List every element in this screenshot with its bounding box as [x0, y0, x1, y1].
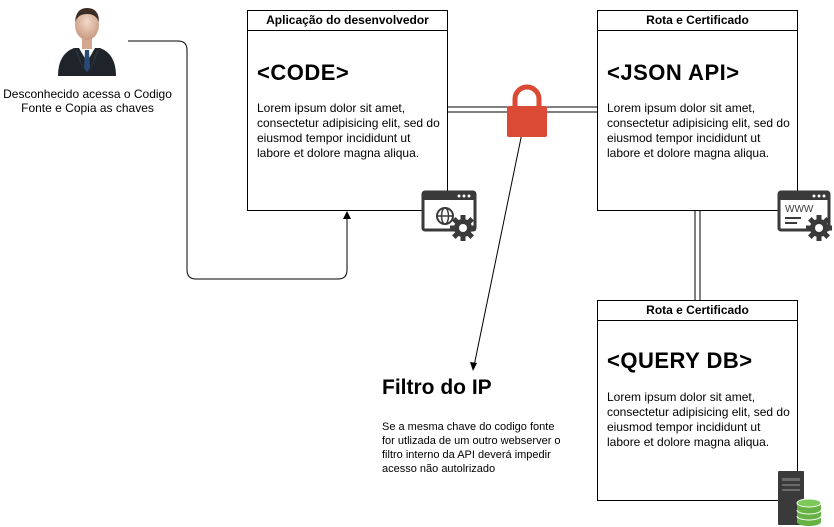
api-card-header: Rota e Certificado: [598, 11, 797, 31]
api-card[interactable]: Rota e Certificado <JSON API> Lorem ipsu…: [597, 10, 798, 211]
arrowhead-code: [343, 211, 351, 219]
person-caption: Desconhecido acessa o Codigo Fonte e Cop…: [3, 87, 172, 115]
padlock-icon: [507, 84, 547, 137]
db-card-title: <QUERY DB>: [607, 348, 753, 373]
filter-description: Se a mesma chave do codigo fonte for utl…: [382, 421, 561, 475]
api-card-title: <JSON API>: [607, 60, 740, 85]
web-app-settings-icon: [421, 190, 477, 241]
db-card[interactable]: Rota e Certificado <QUERY DB> Lorem ipsu…: [597, 300, 798, 501]
arrowhead-filter: [470, 362, 477, 371]
server-database-icon: [778, 471, 822, 526]
www-label: WWW: [785, 204, 814, 215]
code-card-body: Lorem ipsum dolor sit amet, consectetur …: [257, 101, 440, 160]
code-card-header: Aplicação do desenvolvedor: [248, 11, 447, 31]
code-card[interactable]: Aplicação do desenvolvedor <CODE> Lorem …: [247, 10, 448, 211]
db-card-body: Lorem ipsum dolor sit amet, consectetur …: [607, 390, 790, 449]
filter-title: Filtro do IP: [382, 376, 492, 399]
connector-person-to-code: [128, 40, 348, 280]
db-card-header: Rota e Certificado: [598, 301, 797, 321]
businessman-avatar-icon: [58, 8, 116, 76]
connector-lock-to-filter: [473, 132, 523, 367]
api-card-body: Lorem ipsum dolor sit amet, consectetur …: [607, 101, 790, 160]
www-settings-icon: WWW: [777, 190, 832, 241]
code-card-title: <CODE>: [257, 60, 350, 85]
